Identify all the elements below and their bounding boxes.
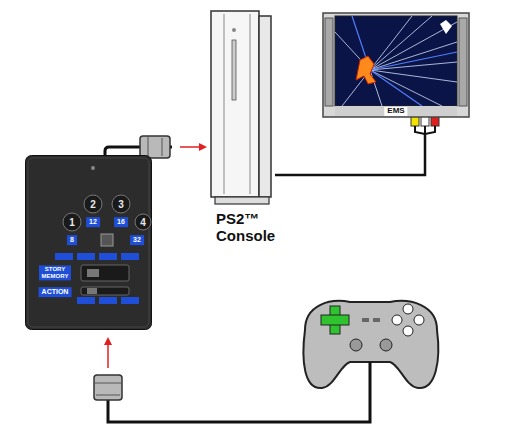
controller-adapter-device: 12348121632STORY MEMORYACTION (25, 155, 152, 330)
console-label: PS2™ Console (216, 211, 296, 244)
direction-arrow (180, 146, 201, 148)
speed-label: 16 (114, 217, 128, 227)
button-number: 1 (69, 217, 75, 228)
television: EMS (322, 12, 470, 118)
screen-caption: EMS (384, 107, 407, 116)
tv-body (322, 12, 470, 118)
button-number: 4 (140, 217, 146, 228)
mode-label: ACTION (39, 287, 72, 297)
cable-plug (94, 375, 122, 400)
cable-plug (140, 136, 170, 158)
console-tower: PS2™ Console (210, 10, 275, 205)
direction-arrow (104, 337, 112, 368)
cable-connector (275, 134, 425, 175)
speed-label: 32 (130, 235, 144, 245)
cable-line (275, 134, 425, 175)
controller-cable (108, 362, 370, 422)
button-number: 2 (90, 199, 96, 210)
console-body (210, 10, 275, 205)
arrow-head (199, 143, 207, 151)
speed-label: 8 (67, 235, 77, 245)
button-number: 3 (118, 199, 124, 210)
mode-label: STORY MEMORY (39, 265, 71, 280)
speed-label: 12 (86, 217, 100, 227)
